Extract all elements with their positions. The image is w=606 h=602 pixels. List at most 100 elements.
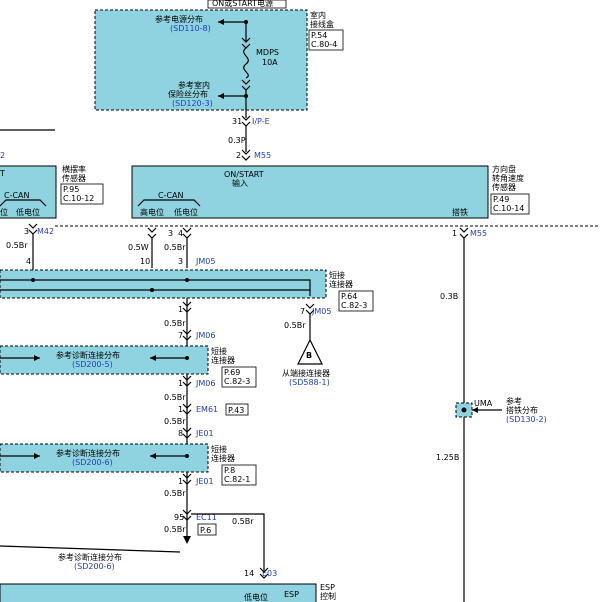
pin-1-je01b: 1 (178, 477, 183, 486)
diag-ref1-text: 参考诊断连接分布 (56, 350, 120, 360)
pin-95: 95 (174, 513, 184, 522)
sas-input2: 输入 (232, 178, 248, 188)
ground-ref-line1: 参考 (506, 396, 522, 406)
jm05-line1: 短接 (329, 270, 345, 280)
yaw-high: 位 (0, 207, 8, 217)
conn-e03: E03 (262, 569, 277, 578)
pin-14: 14 (244, 569, 254, 578)
wire-05br-h: 0.5Br (164, 525, 186, 534)
esp-line2: 控制 (320, 591, 336, 601)
jm05-conn: C.82-3 (341, 301, 367, 310)
yaw-ccan: C-CAN (4, 191, 30, 200)
fuse-ref-text2: 保险丝分布 (168, 89, 208, 99)
wire-03p: 0.3P (228, 136, 246, 145)
wire-05w: 0.5W (128, 243, 149, 252)
ref-p6: P.6 (200, 526, 211, 535)
diag-ref3-code: (SD200-6) (74, 562, 115, 571)
top-label-box (207, 0, 287, 9)
sas-line3: 传感器 (492, 182, 516, 192)
conn-je01: JE01 (195, 429, 214, 438)
pin-1-em61: 1 (178, 405, 183, 414)
uma: UMA (474, 399, 493, 408)
pin-4: 4 (178, 229, 183, 238)
pin-10: 10 (140, 257, 150, 266)
sas-page: P.49 (493, 195, 509, 204)
ground-ref-line2: 搭铁分布 (506, 405, 538, 415)
power-ref-text: 参考电源分布 (155, 14, 203, 24)
sas-input1: ON/START (224, 170, 264, 179)
diag-ref2-text: 参考诊断连接分布 (56, 448, 120, 458)
pin-7-jm05: 7 (300, 307, 305, 316)
diag-ref3-text: 参考诊断连接分布 (58, 552, 122, 562)
fuse-symbol (243, 47, 249, 79)
esp-partial-low: 低电位 (244, 592, 268, 602)
pin-3b: 3 (178, 257, 183, 266)
left-cut-2: 2 (0, 151, 5, 160)
power-ref-code: (SD110-8) (170, 24, 211, 33)
fuse-name: MDPS (256, 48, 279, 57)
pin-8-je01: 8 (178, 429, 183, 438)
junction-box-conn: C.80-4 (311, 40, 337, 49)
sas-line1: 方向盘 (492, 164, 516, 174)
yaw-sensor-block (0, 165, 57, 219)
wire-05br-c: 0.5Br (164, 319, 186, 328)
wire-125b: 1.25B (436, 453, 459, 462)
wire-05br-a: 0.5Br (6, 241, 28, 250)
wire-05br-f: 0.5Br (164, 417, 186, 426)
jm05-bar (0, 269, 327, 299)
je01-line2: 连接器 (211, 453, 235, 463)
sas-line2: 转角速度 (492, 173, 524, 183)
sas-ground: 搭铁 (452, 207, 468, 217)
jm05-line2: 连接器 (329, 279, 353, 289)
conn-m42: M42 (37, 227, 54, 236)
conn-ipe: I/P-E (252, 117, 270, 126)
pin-4-left: 4 (26, 257, 31, 266)
pin-31: 31 (232, 117, 242, 126)
b-label: B (306, 351, 312, 360)
yaw-line1: 横摆率 (62, 164, 86, 174)
conn-ec11: EC11 (196, 513, 217, 522)
wire-03b: 0.3B (440, 292, 458, 301)
pin-3: 3 (168, 229, 173, 238)
pin-7-jm06: 7 (178, 331, 183, 340)
conn-jm05b: JM05 (311, 307, 331, 316)
pin-2: 2 (236, 151, 241, 160)
je01-page: P.8 (224, 466, 235, 475)
wire-05br-e: 0.5Br (164, 393, 186, 402)
yaw-conn: C.10-12 (63, 194, 94, 203)
je01-line1: 短接 (211, 444, 227, 454)
je01-conn: C.82-1 (224, 475, 250, 484)
fuse-rating: 10A (262, 58, 278, 67)
sas-high: 高电位 (140, 207, 164, 217)
wire-05br-g: 0.5Br (164, 489, 186, 498)
fuse-ref-code: (SD120-3) (172, 99, 213, 108)
wire-05br-i: 0.5Br (232, 517, 254, 526)
junction-box-line1: 室内 (310, 10, 326, 20)
jm05-page: P.64 (341, 292, 357, 301)
sas-ccan: C-CAN (158, 191, 184, 200)
esp-partial-esp: ESP (284, 590, 299, 599)
junction-box-block (94, 9, 308, 111)
yaw-line2: 传感器 (62, 173, 86, 183)
conn-m55: M55 (254, 151, 271, 160)
jm06-page: P.69 (224, 368, 240, 377)
conn-jm06b: JM06 (195, 379, 215, 388)
top-label: ON或START电源 (212, 0, 273, 8)
sas-low: 低电位 (174, 207, 198, 217)
conn-em61: EM61 (196, 405, 218, 414)
sas-block (131, 165, 489, 219)
wire-05br-b: 0.5Br (164, 243, 186, 252)
fuse-ref-text1: 参考室内 (178, 80, 210, 90)
pin-1-jm06b: 1 (178, 379, 183, 388)
jm06-line1: 短接 (211, 346, 227, 356)
conn-m55b: M55 (470, 229, 487, 238)
connector-ref-text: 从端接连接器 (282, 368, 330, 378)
conn-jm06: JM06 (195, 331, 215, 340)
yaw-page: P.95 (63, 185, 79, 194)
junction-box-page: P.54 (311, 31, 327, 40)
yaw-low: 低电位 (16, 207, 40, 217)
yaw-partial-t: T (0, 169, 5, 178)
pin-1-m55: 1 (452, 229, 457, 238)
pin-3-m42: 3 (24, 227, 29, 236)
